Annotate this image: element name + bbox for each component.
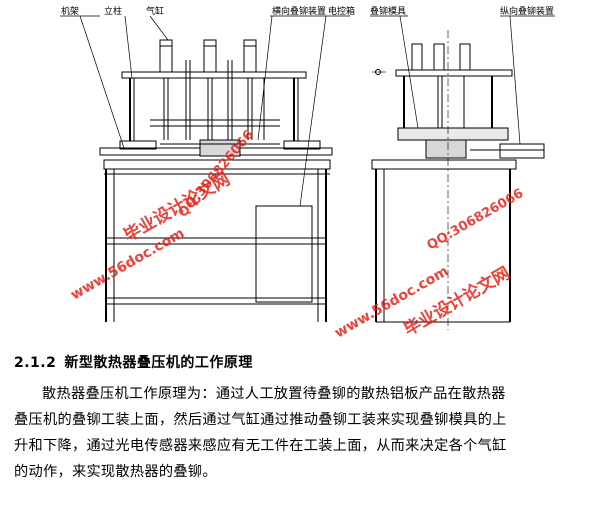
section-heading: 2.1.2 新型散热器叠压机的工作原理 xyxy=(14,352,253,372)
section-title: 新型散热器叠压机的工作原理 xyxy=(64,355,253,371)
paragraph-line-1: 散热器叠压机工作原理为：通过人工放置待叠铆的散热铝板产品在散热器 xyxy=(42,386,506,402)
label-cylinder: 气缸 xyxy=(146,5,164,17)
machine-drawing: 机架 立柱 气缸 横向叠铆装置 电控箱 叠铆模具 纵向叠铆装置 毕业设计论文网 … xyxy=(60,5,555,341)
cylinder-3 xyxy=(243,39,257,73)
longitudinal-rail xyxy=(499,143,545,159)
label-control-box: 电控箱 xyxy=(328,5,355,17)
paragraph-line-2: 叠压机的叠铆工装上面，然后通过气缸通过推动叠铆工装来实现叠铆模具的上 xyxy=(14,412,507,428)
right-table-top xyxy=(371,159,517,170)
paragraph-line-4: 的动作，来实现散热器的叠铆。 xyxy=(14,464,217,480)
label-longitudinal-device: 纵向叠铆装置 xyxy=(500,5,554,17)
cylinder-2 xyxy=(203,39,217,73)
control-box xyxy=(255,205,313,303)
right-top-plate xyxy=(395,69,513,77)
watermark-brand-right: 毕业设计论文网 xyxy=(400,263,514,341)
right-view xyxy=(370,15,555,330)
label-column: 立柱 xyxy=(104,5,122,17)
right-cylinder-1 xyxy=(411,43,423,71)
right-cylinder-3 xyxy=(459,43,471,71)
watermark-site-right: www.56doc.com xyxy=(332,263,451,341)
label-die: 叠铆模具 xyxy=(370,5,406,17)
label-transverse-device: 横向叠铆装置 xyxy=(272,5,326,17)
label-frame: 机架 xyxy=(61,5,79,17)
cylinder-1 xyxy=(159,39,173,73)
right-cylinder-2 xyxy=(433,43,445,71)
section-number: 2.1.2 xyxy=(14,355,57,371)
left-top-plate xyxy=(121,71,307,79)
paragraph-line-3: 升和下降，通过光电传感器来感应有无工件在工装上面，从而来决定各个气缸 xyxy=(14,438,507,454)
left-table-top xyxy=(103,159,331,170)
left-view xyxy=(60,15,350,322)
